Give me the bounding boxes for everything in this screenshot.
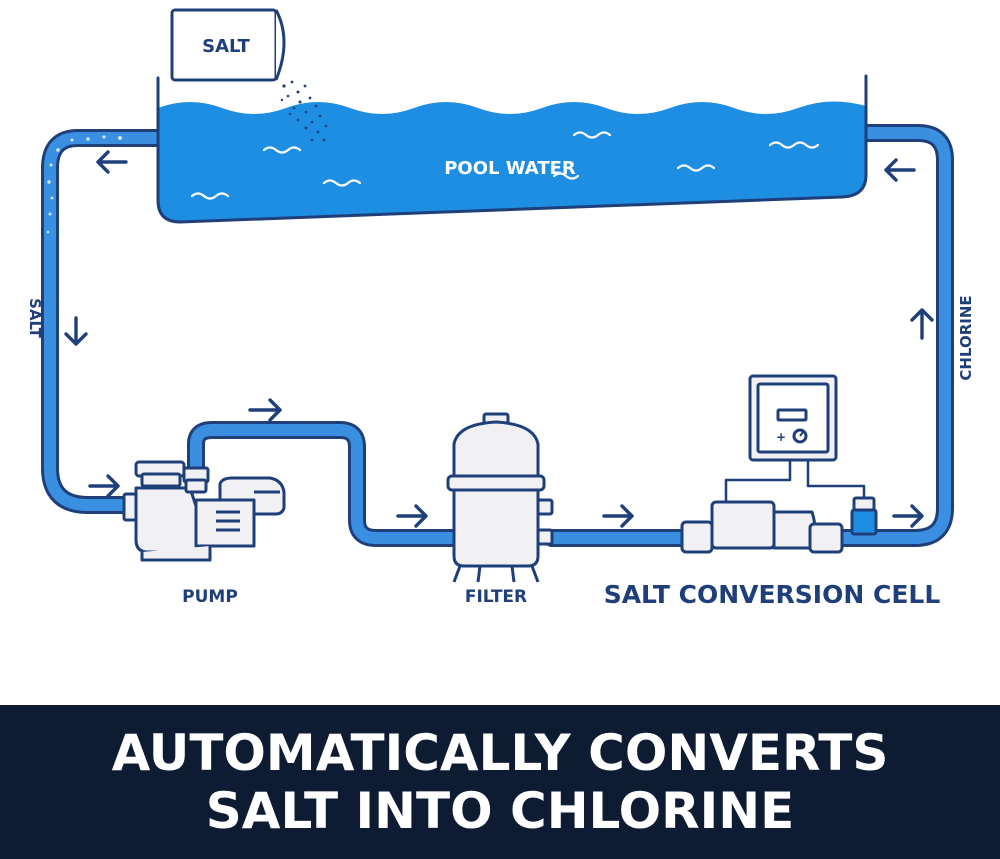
salt-particles-in-pipe — [46, 135, 122, 234]
pool — [156, 74, 868, 224]
arrow-right-icon — [892, 504, 924, 528]
wave-marks — [190, 131, 820, 200]
salt-bag-label: SALT — [202, 36, 250, 57]
salt-pipe-label: SALT — [26, 298, 44, 338]
arrow-up-icon — [910, 308, 934, 340]
filter-label: FILTER — [465, 587, 527, 607]
salt-conversion-cell-label: SALT CONVERSION CELL — [604, 580, 941, 609]
salt-grains — [280, 80, 328, 142]
arrow-down-icon — [64, 316, 88, 346]
arrow-right-icon — [248, 398, 282, 422]
salt-conversion-cell-icon: + — [680, 374, 878, 554]
chlorine-pipe-label: CHLORINE — [957, 295, 975, 380]
filter-icon — [446, 412, 554, 583]
headline-line-2: SALT INTO CHLORINE — [205, 782, 795, 840]
salt-bag — [170, 8, 328, 142]
svg-text:+: + — [776, 430, 786, 444]
arrow-right-icon — [88, 474, 120, 498]
flow-arrows — [64, 150, 934, 528]
headline-line-1: AUTOMATICALLY CONVERTS — [111, 724, 889, 782]
arrow-left-icon — [884, 158, 916, 182]
pump-icon — [122, 460, 286, 562]
arrow-right-icon — [602, 504, 634, 528]
pipe-loop — [41, 124, 954, 547]
pump-label: PUMP — [182, 587, 238, 607]
pool-water-label: POOL WATER — [444, 158, 576, 179]
headline-banner: AUTOMATICALLY CONVERTS SALT INTO CHLORIN… — [0, 705, 1000, 859]
pool-salt-system-diagram: + SALT POOL WATER SALT CHLORINE PUMP FIL… — [26, 8, 975, 609]
arrow-right-icon — [396, 504, 428, 528]
arrow-left-icon — [96, 150, 128, 174]
